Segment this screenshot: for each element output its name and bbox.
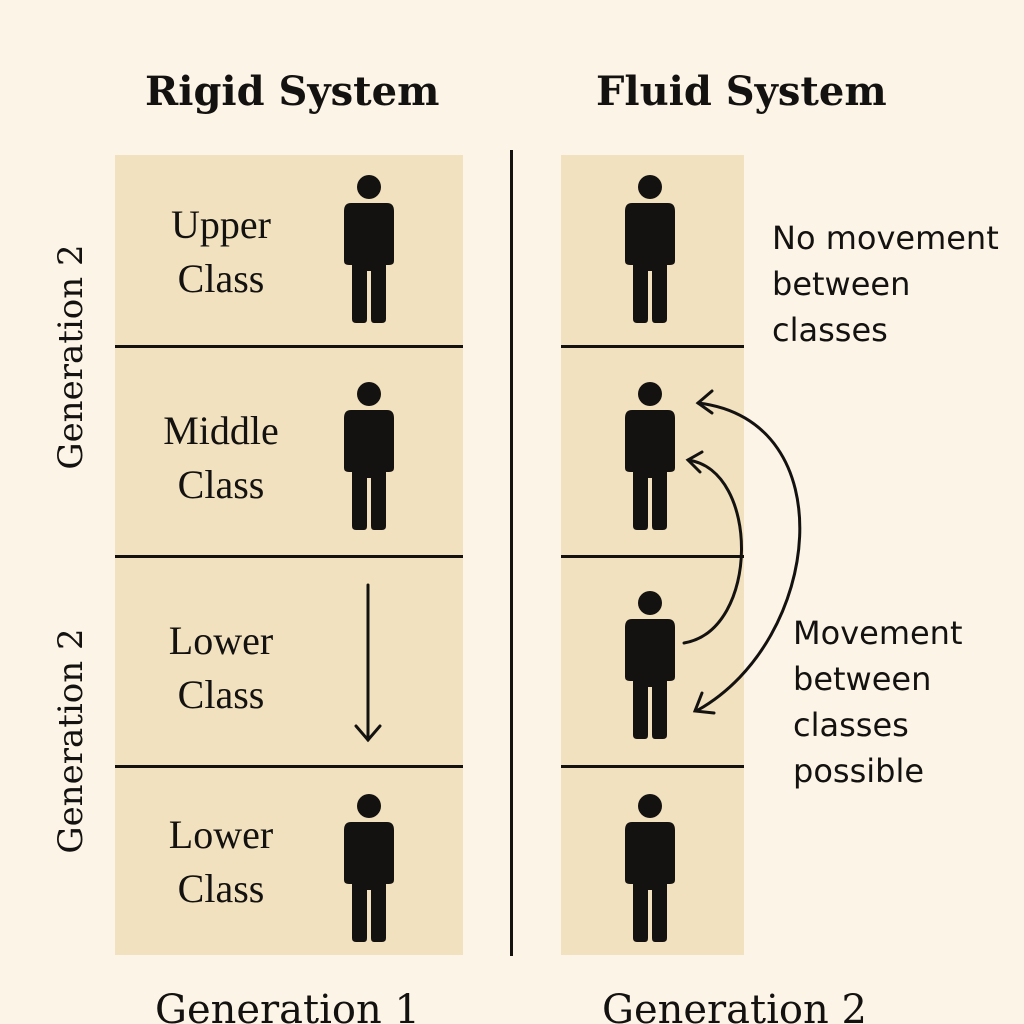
system-separator xyxy=(510,150,513,956)
class-label-line: Class xyxy=(177,256,265,301)
generation-side-label-lower: Generation 2 xyxy=(51,628,91,854)
no-movement-note: No movement between classes xyxy=(772,215,999,353)
class-label-line: Lower xyxy=(168,812,274,857)
rigid-row-divider xyxy=(115,765,463,768)
rigid-row-divider xyxy=(115,345,463,348)
class-label-line: Class xyxy=(177,672,265,717)
person-icon xyxy=(623,792,677,944)
class-label-line: Class xyxy=(177,866,265,911)
note-line: between xyxy=(772,265,911,303)
fluid-system-heading: Fluid System xyxy=(596,68,887,115)
person-icon xyxy=(623,589,677,741)
note-line: classes xyxy=(793,706,909,744)
class-label-line: Middle xyxy=(163,408,279,453)
person-icon xyxy=(623,173,677,325)
rigid-class-label-middle: Middle Class xyxy=(150,404,292,512)
rigid-class-label-lower: Lower Class xyxy=(150,614,292,722)
note-line: Movement xyxy=(793,614,963,652)
fluid-row-divider xyxy=(561,345,744,348)
generation-1-label: Generation 1 xyxy=(155,987,420,1024)
rigid-class-label-upper: Upper Class xyxy=(150,198,292,306)
class-label-line: Upper xyxy=(171,202,271,247)
movement-possible-note: Movement between classes possible xyxy=(793,610,963,794)
class-label-line: Lower xyxy=(168,618,274,663)
class-label-line: Class xyxy=(177,462,265,507)
note-line: classes xyxy=(772,311,888,349)
fluid-row-divider xyxy=(561,765,744,768)
person-icon xyxy=(623,380,677,532)
person-icon xyxy=(342,380,396,532)
note-line: No movement xyxy=(772,219,999,257)
rigid-row-divider xyxy=(115,555,463,558)
generation-2-label: Generation 2 xyxy=(602,987,867,1024)
person-icon xyxy=(342,173,396,325)
note-line: possible xyxy=(793,752,925,790)
note-line: between xyxy=(793,660,932,698)
rigid-system-heading: Rigid System xyxy=(145,68,440,115)
rigid-class-label-lower-bottom: Lower Class xyxy=(150,808,292,916)
person-icon xyxy=(342,792,396,944)
generation-side-label-upper: Generation 2 xyxy=(51,244,91,470)
fluid-row-divider xyxy=(561,555,744,558)
